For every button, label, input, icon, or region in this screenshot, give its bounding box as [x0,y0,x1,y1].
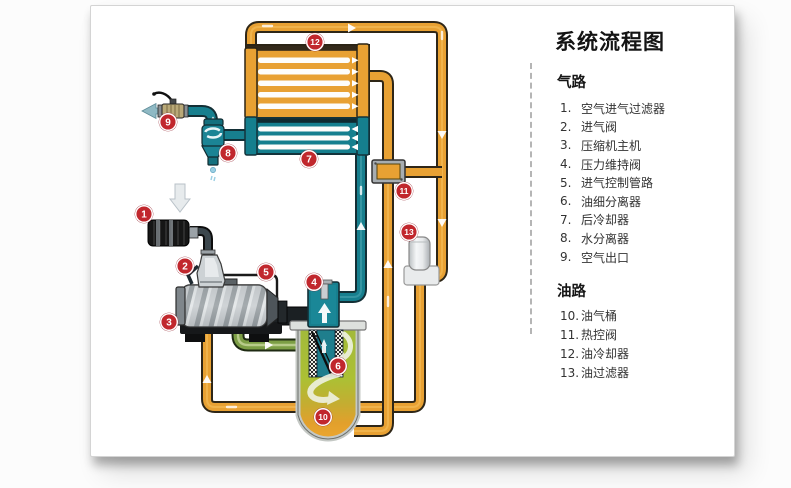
pressure-maintenance-valve [307,279,340,328]
oil-gas-tank [289,320,367,442]
svg-text:7: 7 [306,154,312,165]
legend-item-10: 10.油气桶 [560,308,618,324]
oil-cooler [244,43,370,119]
intake-valve [185,254,226,288]
water-separator [200,116,226,182]
legend-item-7: 7.后冷却器 [560,212,630,228]
legend-section-air-heading: 气路 [557,75,586,91]
badge-5: 5 [256,262,276,282]
legend-section-oil-heading: 油路 [557,284,586,301]
tank-to-thermal-valve-pipe [354,179,394,437]
svg-text:12: 12 [310,37,320,47]
oil-filter [403,236,440,286]
oil-cooler-loop-pipe [245,21,448,283]
badge-3: 3 [159,312,179,332]
pipe-highlights [225,24,444,409]
badge-8: 8 [218,143,238,163]
legend-oil-list: 10.油气桶 11.热控阀 12.油冷却器 13.油过滤器 [555,306,731,382]
svg-text:3: 3 [166,317,172,328]
svg-text:2: 2 [182,261,188,272]
legend-item-1: 1.空气进气过滤器 [560,101,666,116]
legend-divider [530,63,532,334]
svg-text:13: 13 [404,227,414,237]
svg-text:5: 5 [263,267,269,278]
svg-text:4: 4 [311,277,317,288]
legend-item-12: 12.油冷却器 [560,346,630,362]
badge-6: 6 [328,356,348,376]
intake-air-arrow [168,183,192,213]
legend-air-list: 1.空气进气过滤器 2.进气阀 3.压缩机主机 4.压力维持阀 5.进气控制管路… [555,99,731,266]
discharge-mix-pipe [231,323,300,352]
legend-item-4: 4.压力维持阀 [560,157,642,172]
intake-pipe [190,226,216,255]
badge-1: 1 [134,204,154,224]
legend-item-8: 8.水分离器 [560,231,630,246]
legend-panel: 系统流程图 气路 1.空气进气过滤器 2.进气阀 3.压缩机主机 4.压力维持阀… [555,29,731,382]
water-drip [210,167,216,182]
system-flow-diagram: 1 2 3 4 5 6 7 8 9 10 11 12 13 [134,21,448,442]
svg-text:6: 6 [335,361,341,372]
badge-9: 9 [158,112,178,132]
legend-item-13: 13.油过滤器 [560,365,630,381]
legend-item-5: 5.进气控制管路 [560,175,654,191]
badge-13: 13 [399,222,419,242]
svg-text:10: 10 [318,412,328,422]
svg-text:11: 11 [400,186,409,196]
svg-text:8: 8 [225,148,231,159]
badge-2: 2 [175,256,195,276]
legend-item-3: 3.压缩机主机 [560,138,642,153]
thermal-control-valve [371,159,406,184]
badge-7: 7 [299,149,319,169]
aftercooler-flow-arrows [351,125,358,151]
pressure-valve-to-aftercooler-pipe [333,151,367,303]
flow-diagram-card: 1 2 3 4 5 6 7 8 9 10 11 12 13 系统流程图 气路 1… [90,5,735,457]
air-intake-filter [147,183,199,247]
badge-4: 4 [304,272,324,292]
badge-12: 12 [305,32,325,52]
valve-up-arrow [318,303,331,323]
svg-text:9: 9 [165,117,171,128]
legend-title: 系统流程图 [555,30,665,54]
oil-cooler-outlet-pipe [366,70,394,163]
aftercooler [244,116,370,156]
legend-item-2: 2.进气阀 [560,119,618,135]
compressor-airend [175,278,310,342]
oil-cooler-flow-arrows [352,57,359,110]
air-outlet-arrow-icon [141,102,160,120]
number-badges: 1 2 3 4 5 6 7 8 9 10 11 12 13 [134,32,419,427]
legend-item-11: 11.热控阀 [560,327,618,343]
valve-handle [153,91,174,102]
svg-text:1: 1 [141,209,147,220]
legend-item-9: 9.空气出口 [560,250,630,265]
badge-11: 11 [394,181,414,201]
badge-10: 10 [313,407,333,427]
legend-item-6: 6.油细分离器 [560,194,642,209]
